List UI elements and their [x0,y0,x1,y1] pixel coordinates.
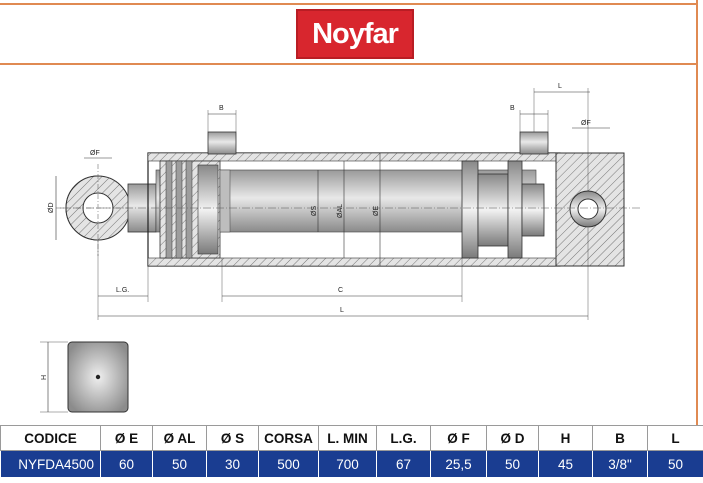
cell-codice: NYFDA4500 [0,450,101,478]
piston [461,160,545,259]
header-s: Ø S [206,425,259,451]
port-boss-left [207,131,237,155]
header-b: B [592,425,648,451]
cell-b: 3/8" [592,450,648,478]
header-h: H [538,425,593,451]
header-e: Ø E [100,425,153,451]
rear-mount [555,152,625,267]
header-corsa: CORSA [258,425,319,451]
gland-head [159,160,231,259]
spec-table: CODICE Ø E Ø AL Ø S CORSA L. MIN L.G. Ø … [0,425,703,478]
dim-phi-e: ØE [373,206,380,216]
logo-text: Noyfar [312,17,399,50]
spec-header-row: CODICE Ø E Ø AL Ø S CORSA L. MIN L.G. Ø … [0,425,703,451]
dim-l-top: L [558,83,562,90]
cell-lmin: 700 [318,450,377,478]
cell-d: 50 [486,450,539,478]
header-l: L [647,425,703,451]
dim-phi-f-right: ØF [581,120,591,127]
cell-h: 45 [538,450,593,478]
dim-phi-f-left: ØF [90,150,100,157]
front-view-block [40,341,129,413]
header-al: Ø AL [152,425,207,451]
dim-phi-d: ØD [48,203,55,214]
cylinder-technical-drawing: ØF ØD B B L ØF ØS ØAL ØE L.G. C L H [40,83,640,413]
dim-c: C [338,287,343,294]
dim-h: H [41,375,48,380]
drawing-sheet [696,0,698,425]
dim-phi-al: ØAL [337,204,344,218]
cell-s: 30 [206,450,259,478]
noyfar-logo: Noyfar [296,9,414,59]
cell-al: 50 [152,450,207,478]
dim-l-overall: L [340,307,344,314]
cylinder-tube [147,152,561,267]
port-boss-right [519,131,549,155]
cell-lg: 67 [376,450,431,478]
dim-phi-s: ØS [311,206,318,216]
cell-e: 60 [100,450,153,478]
header-d: Ø D [486,425,539,451]
dim-lg: L.G. [116,287,129,294]
header-codice: CODICE [0,425,101,451]
header-f: Ø F [430,425,487,451]
header-lmin: L. MIN [318,425,377,451]
header-lg: L.G. [376,425,431,451]
dim-b-left: B [219,105,224,112]
spec-data-row: NYFDA4500 60 50 30 500 700 67 25,5 50 45… [0,450,703,478]
header-divider [0,63,698,65]
frame-top-line [0,3,698,5]
cell-l: 50 [647,450,703,478]
cell-f: 25,5 [430,450,487,478]
cell-corsa: 500 [258,450,319,478]
dim-b-right: B [510,105,515,112]
